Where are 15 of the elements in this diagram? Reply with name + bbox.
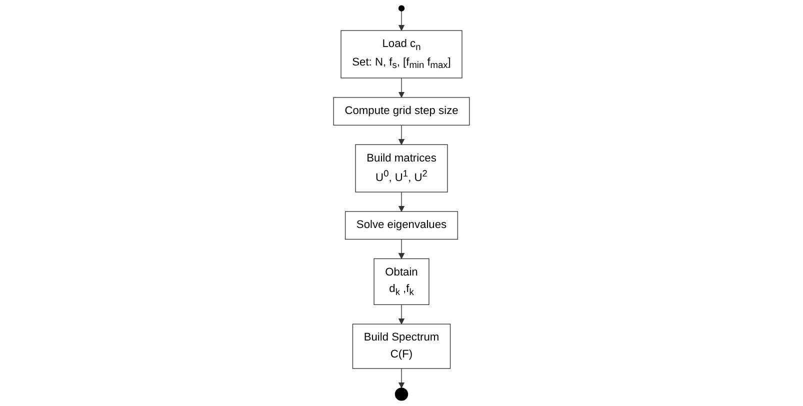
node-box: Build matrices U$^{0}$, U$^{1}$, U$^{2}$	[355, 144, 448, 192]
arrow	[398, 238, 405, 259]
node-box: Load c$_{n}$ Set: N, f$_{s}$, [f$_{min}$ f$_{max}$]	[340, 30, 462, 78]
arrow	[398, 78, 405, 98]
arrow	[398, 304, 405, 324]
arrow	[398, 192, 405, 212]
arrow	[398, 368, 405, 388]
arrow	[398, 124, 405, 145]
node-box: Obtain d$_{k}$ ,f$_{k}$	[374, 258, 430, 305]
node-box: Build Spectrum C(F)	[352, 324, 451, 369]
node-box: Compute grid step size	[333, 97, 470, 126]
node-circle	[398, 5, 405, 12]
node-bullseye	[394, 388, 408, 401]
node-box: Solve eigenvalues	[344, 211, 458, 240]
arrow	[398, 10, 405, 31]
